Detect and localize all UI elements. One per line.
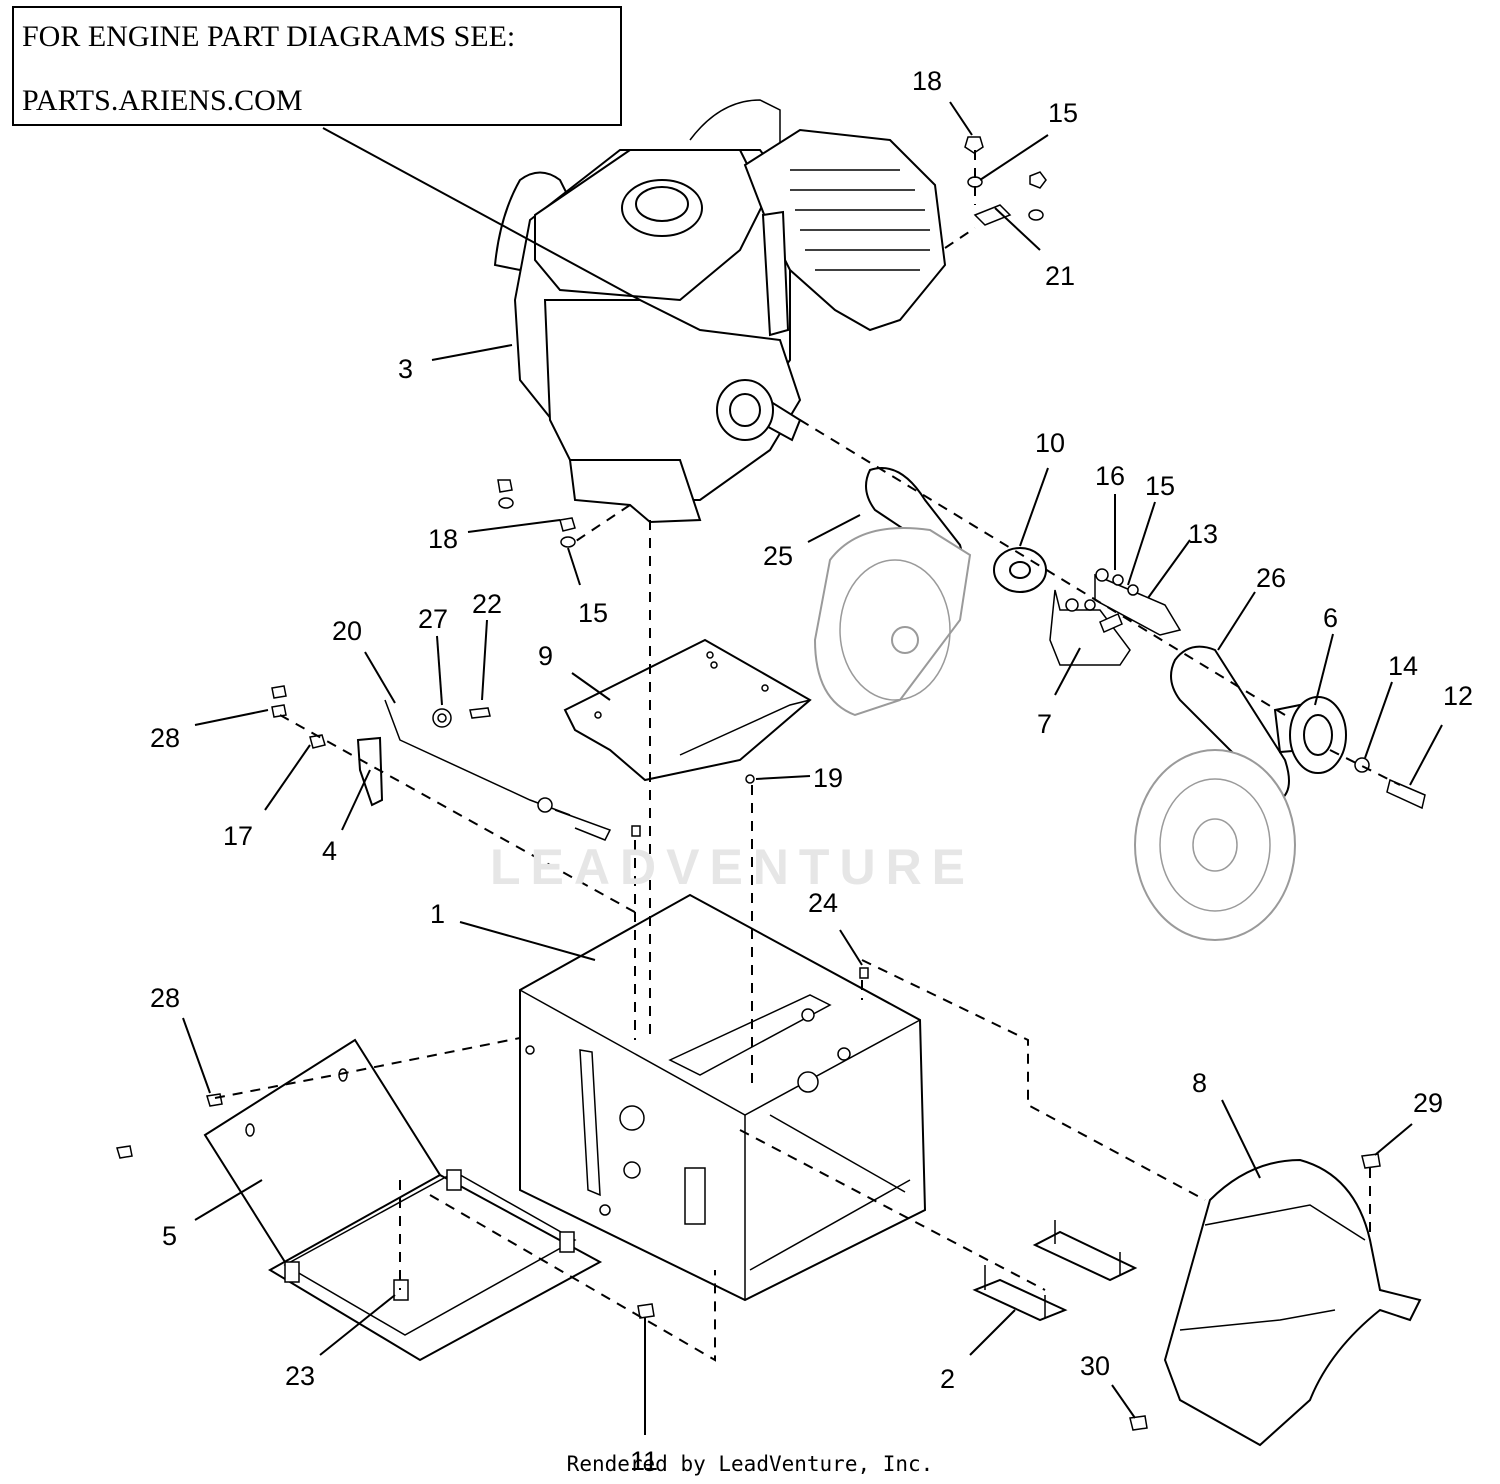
- callout-28-bottom: 28: [150, 983, 180, 1013]
- callout-4: 4: [322, 836, 337, 866]
- callout-numbers: 18 15 21 3 10 16 15 13 25 26 6 14 12 18 …: [150, 66, 1473, 1476]
- brackets-2: [972, 1220, 1138, 1322]
- idler-pulley-10: [993, 547, 1047, 593]
- callout-17: 17: [223, 821, 253, 851]
- footer-credit: Rendered by LeadVenture, Inc.: [566, 1452, 934, 1476]
- callout-13: 13: [1188, 519, 1218, 549]
- callout-12: 12: [1443, 681, 1473, 711]
- callout-25: 25: [763, 541, 793, 571]
- callout-10: 10: [1035, 428, 1065, 458]
- engine-plate-9: [563, 638, 812, 782]
- callout-18-left: 18: [428, 524, 458, 554]
- callout-15-left: 15: [578, 598, 608, 628]
- callout-20: 20: [332, 616, 362, 646]
- callout-15-mid: 15: [1145, 471, 1175, 501]
- belt-and-pulley-25: [813, 467, 972, 717]
- engine-assembly: [493, 99, 947, 524]
- callout-8: 8: [1192, 1068, 1207, 1098]
- callout-23: 23: [285, 1361, 315, 1391]
- callout-22: 22: [472, 589, 502, 619]
- leader-lines: [182, 101, 1443, 1435]
- callout-3: 3: [398, 354, 413, 384]
- callout-14: 14: [1388, 651, 1418, 681]
- frame-1: [519, 893, 927, 1302]
- callout-1: 1: [430, 899, 445, 929]
- callout-26: 26: [1256, 563, 1286, 593]
- callout-29: 29: [1413, 1088, 1443, 1118]
- callout-7: 7: [1037, 709, 1052, 739]
- callout-30: 30: [1080, 1351, 1110, 1381]
- engine-diagram-note: FOR ENGINE PART DIAGRAMS SEE: PARTS.ARIE…: [12, 6, 622, 126]
- callout-6: 6: [1323, 603, 1338, 633]
- idler-arm-7: [1049, 568, 1182, 666]
- callout-9: 9: [538, 641, 553, 671]
- callout-28-top: 28: [150, 723, 180, 753]
- callout-24: 24: [808, 888, 838, 918]
- callout-21: 21: [1045, 261, 1075, 291]
- shield-5: [203, 1038, 603, 1362]
- note-line-1: FOR ENGINE PART DIAGRAMS SEE:: [22, 20, 516, 53]
- callout-16: 16: [1095, 461, 1125, 491]
- belt-cover-8: [1163, 1158, 1422, 1447]
- callout-15-top: 15: [1048, 98, 1078, 128]
- callout-5: 5: [162, 1221, 177, 1251]
- note-line-2: PARTS.ARIENS.COM: [22, 84, 303, 117]
- assembly-lines: [214, 150, 1401, 1362]
- callout-2: 2: [940, 1364, 955, 1394]
- drive-pulley-6: [1273, 696, 1426, 810]
- callout-27: 27: [418, 604, 448, 634]
- callout-19: 19: [813, 763, 843, 793]
- callout-11: 11: [630, 1446, 658, 1476]
- callout-18-top: 18: [912, 66, 942, 96]
- belt-and-pulley-26: [1134, 645, 1296, 941]
- watermark: LEADVENTURE: [490, 839, 976, 895]
